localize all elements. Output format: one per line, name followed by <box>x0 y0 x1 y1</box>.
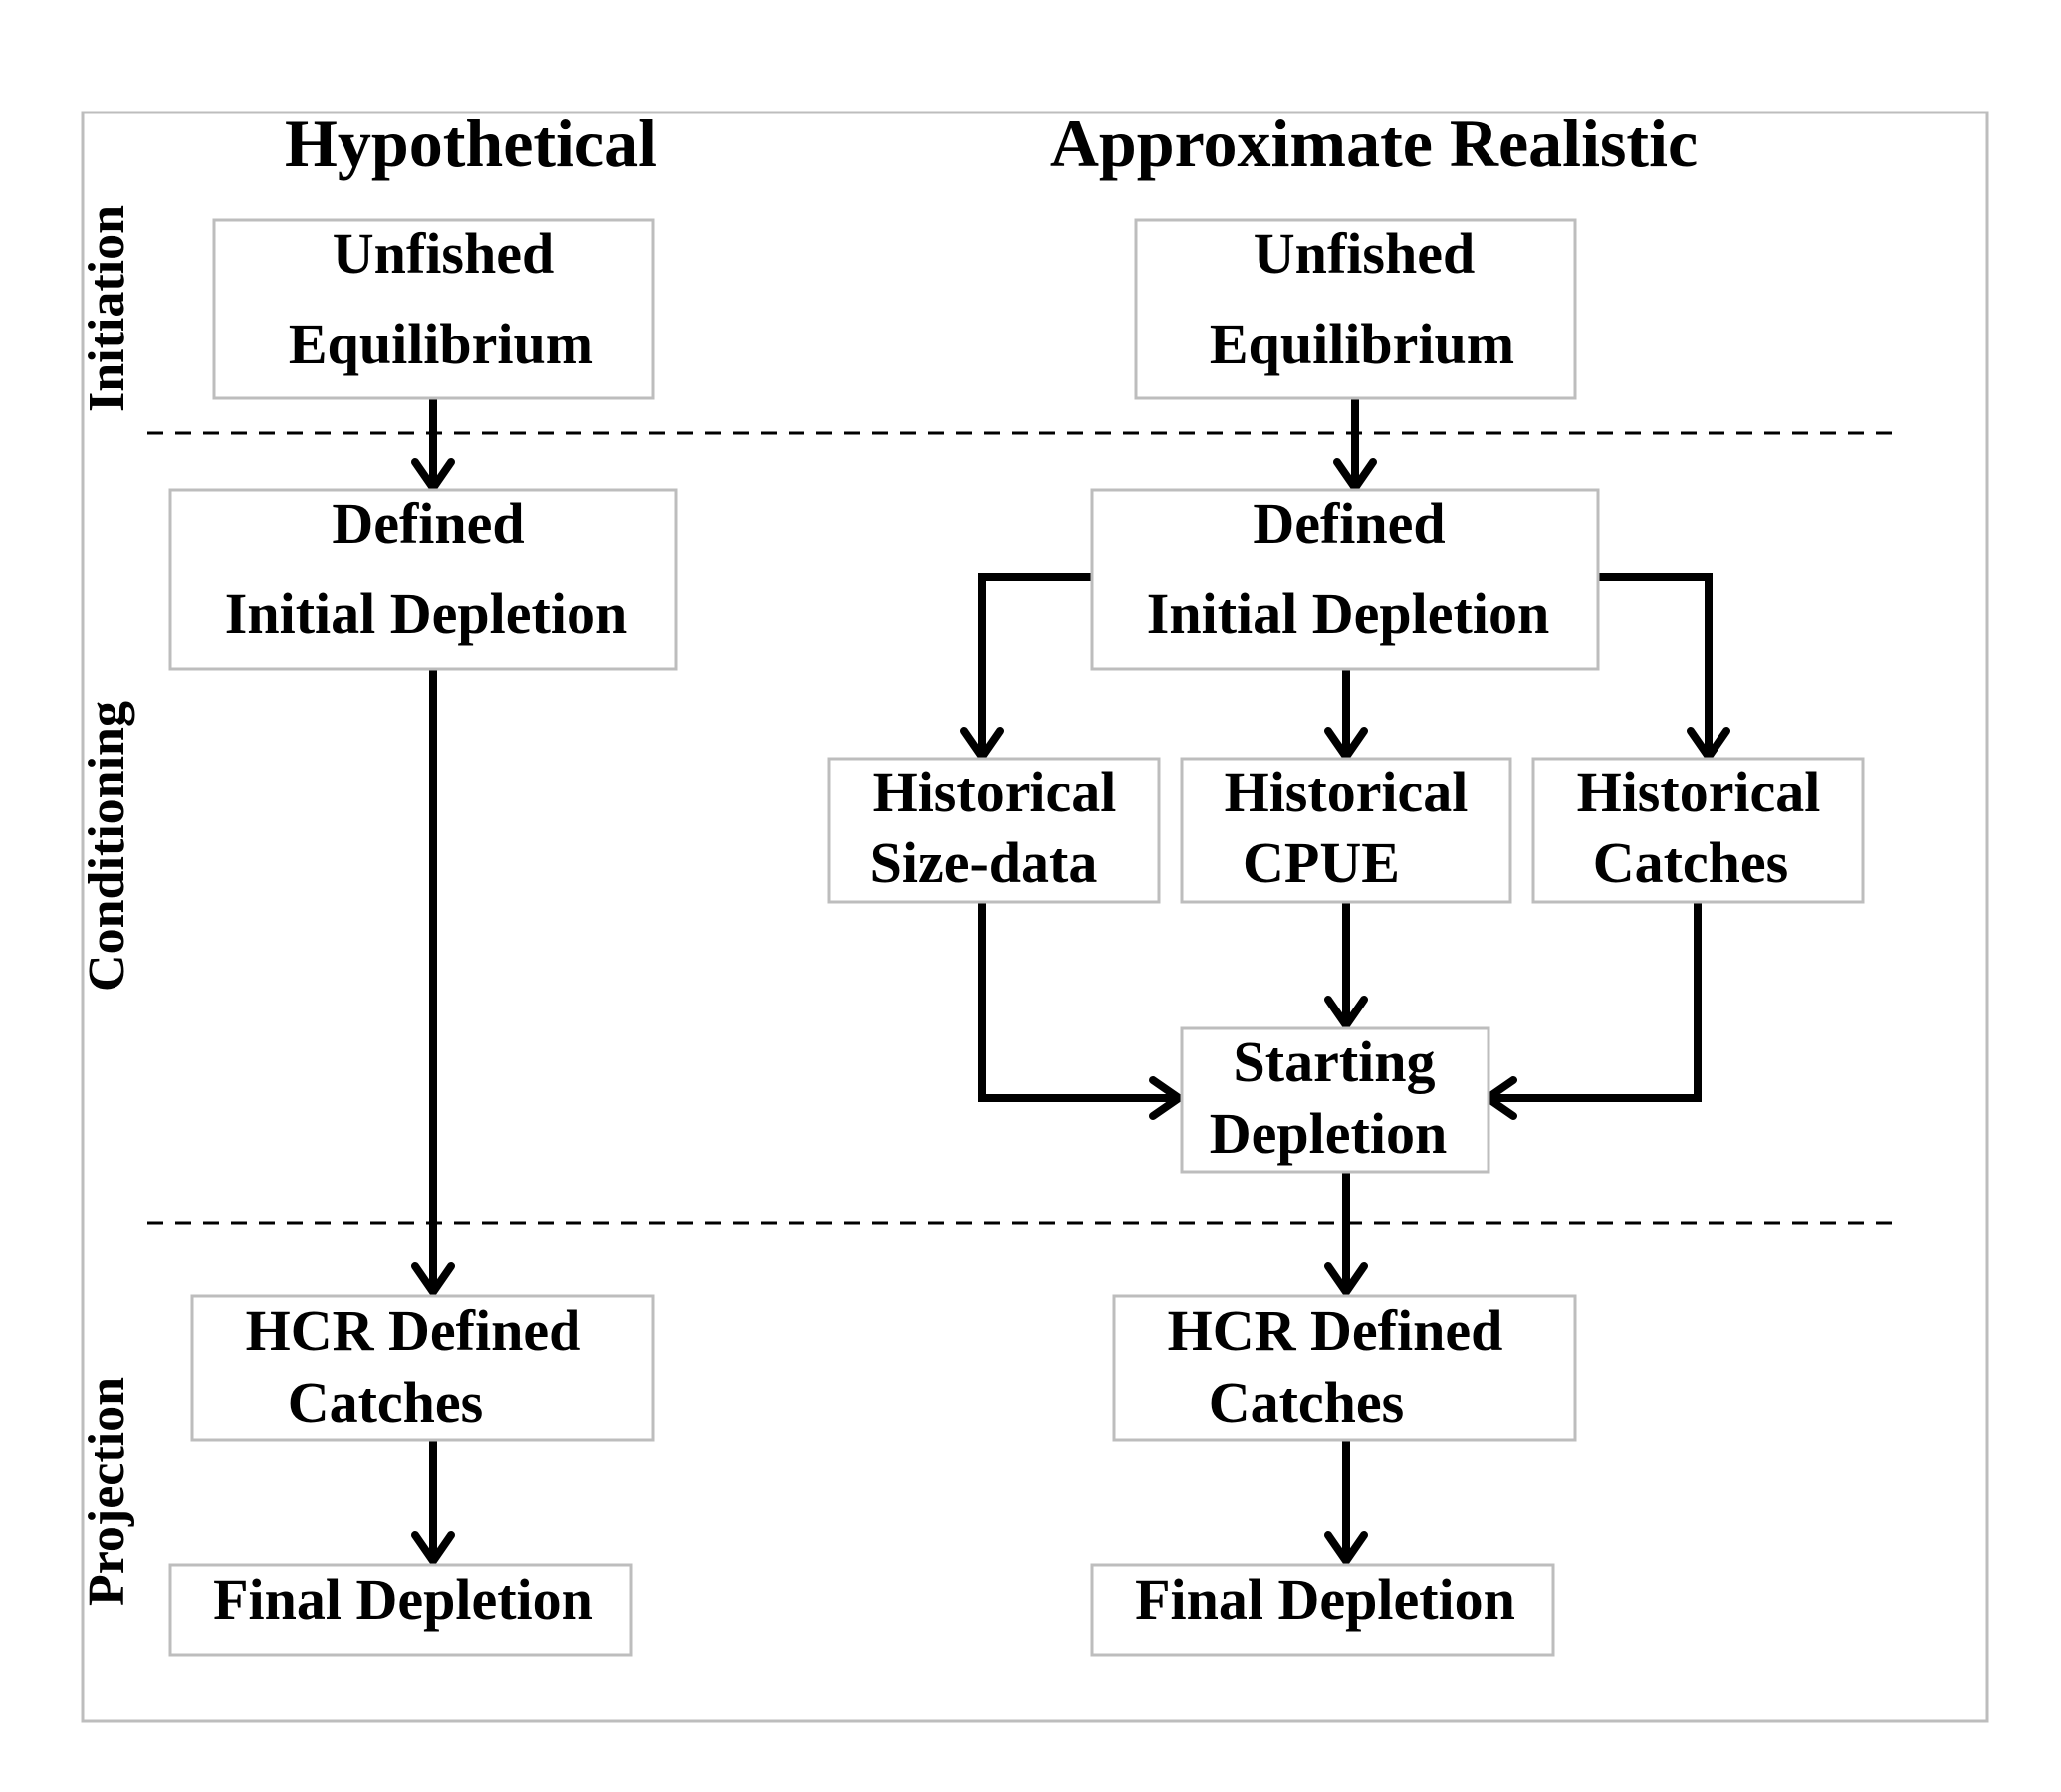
box-line: CPUE <box>1243 830 1400 895</box>
box-line: Historical <box>1577 760 1821 824</box>
box-line: HCR Defined <box>1168 1298 1503 1363</box>
box-real-hcr-defined-catches: HCR Defined Catches <box>1112 1294 1577 1442</box>
box-real-starting-depletion: Starting Depletion <box>1180 1026 1490 1174</box>
box-line: HCR Defined <box>246 1298 581 1363</box>
phase-label-conditioning: Conditioning <box>79 701 135 992</box>
box-line: Starting <box>1234 1029 1436 1094</box>
box-line: Final Depletion <box>213 1567 593 1632</box>
box-real-final-depletion: Final Depletion <box>1090 1563 1555 1657</box>
box-line: Final Depletion <box>1135 1567 1515 1632</box>
box-real-historical-catches: Historical Catches <box>1531 757 1865 904</box>
box-line: Initial Depletion <box>1147 581 1549 646</box>
box-hyp-final-depletion: Final Depletion <box>168 1563 633 1657</box>
arrowhead-real-size-data <box>960 727 1004 761</box>
box-line: Defined <box>1253 491 1445 556</box>
box-line: Equilibrium <box>1210 312 1514 376</box>
box-line: Initial Depletion <box>225 581 627 646</box>
arrowhead-real-starting-left <box>1149 1076 1183 1120</box>
arrowhead-hyp-initial <box>411 458 455 492</box>
arrowhead-real-catches <box>1687 727 1730 761</box>
box-hyp-hcr-defined-catches: HCR Defined Catches <box>190 1294 655 1442</box>
box-line: Historical <box>873 760 1117 824</box>
box-line: Defined <box>332 491 524 556</box>
box-line: Depletion <box>1210 1101 1447 1166</box>
arrowhead-hyp-final <box>411 1531 455 1565</box>
box-line: Unfished <box>333 221 554 286</box>
connector-real-catches-to-starting <box>1489 900 1702 1102</box>
column-title-approximate-realistic: Approximate Realistic <box>1050 106 1698 181</box>
outer-frame <box>81 111 1989 1723</box>
arrowhead-real-hcr <box>1324 1262 1368 1296</box>
arrowhead-real-final <box>1324 1531 1368 1565</box>
box-line: Size-data <box>870 830 1098 895</box>
box-real-unfished-equilibrium: Unfished Equilibrium <box>1134 218 1577 400</box>
box-real-historical-cpue: Historical CPUE <box>1180 757 1512 904</box>
box-line: Catches <box>1593 830 1789 895</box>
box-hyp-defined-initial-depletion: Defined Initial Depletion <box>168 488 678 671</box>
arrowhead-hyp-hcr <box>411 1262 455 1296</box>
box-line: Catches <box>288 1370 484 1435</box>
phase-label-projection: Projection <box>79 1377 135 1606</box>
box-real-historical-size-data: Historical Size-data <box>827 757 1161 904</box>
connector-real-initial-to-catches <box>1596 573 1713 755</box>
box-line: Equilibrium <box>289 312 593 376</box>
arrowhead-real-initial <box>1333 458 1377 492</box>
box-line: Unfished <box>1254 221 1475 286</box>
column-title-hypothetical: Hypothetical <box>285 106 657 181</box>
arrowhead-real-cpue <box>1324 727 1368 761</box>
arrowhead-real-starting-top <box>1324 996 1368 1029</box>
connector-real-size-data-to-starting <box>978 900 1177 1102</box>
phase-label-initiation: Initiation <box>79 205 135 412</box>
box-line: Catches <box>1209 1370 1405 1435</box>
box-hyp-unfished-equilibrium: Unfished Equilibrium <box>212 218 655 400</box>
box-real-defined-initial-depletion: Defined Initial Depletion <box>1090 488 1600 671</box>
connector-real-initial-to-size-data <box>978 573 1095 755</box>
box-line: Historical <box>1225 760 1469 824</box>
